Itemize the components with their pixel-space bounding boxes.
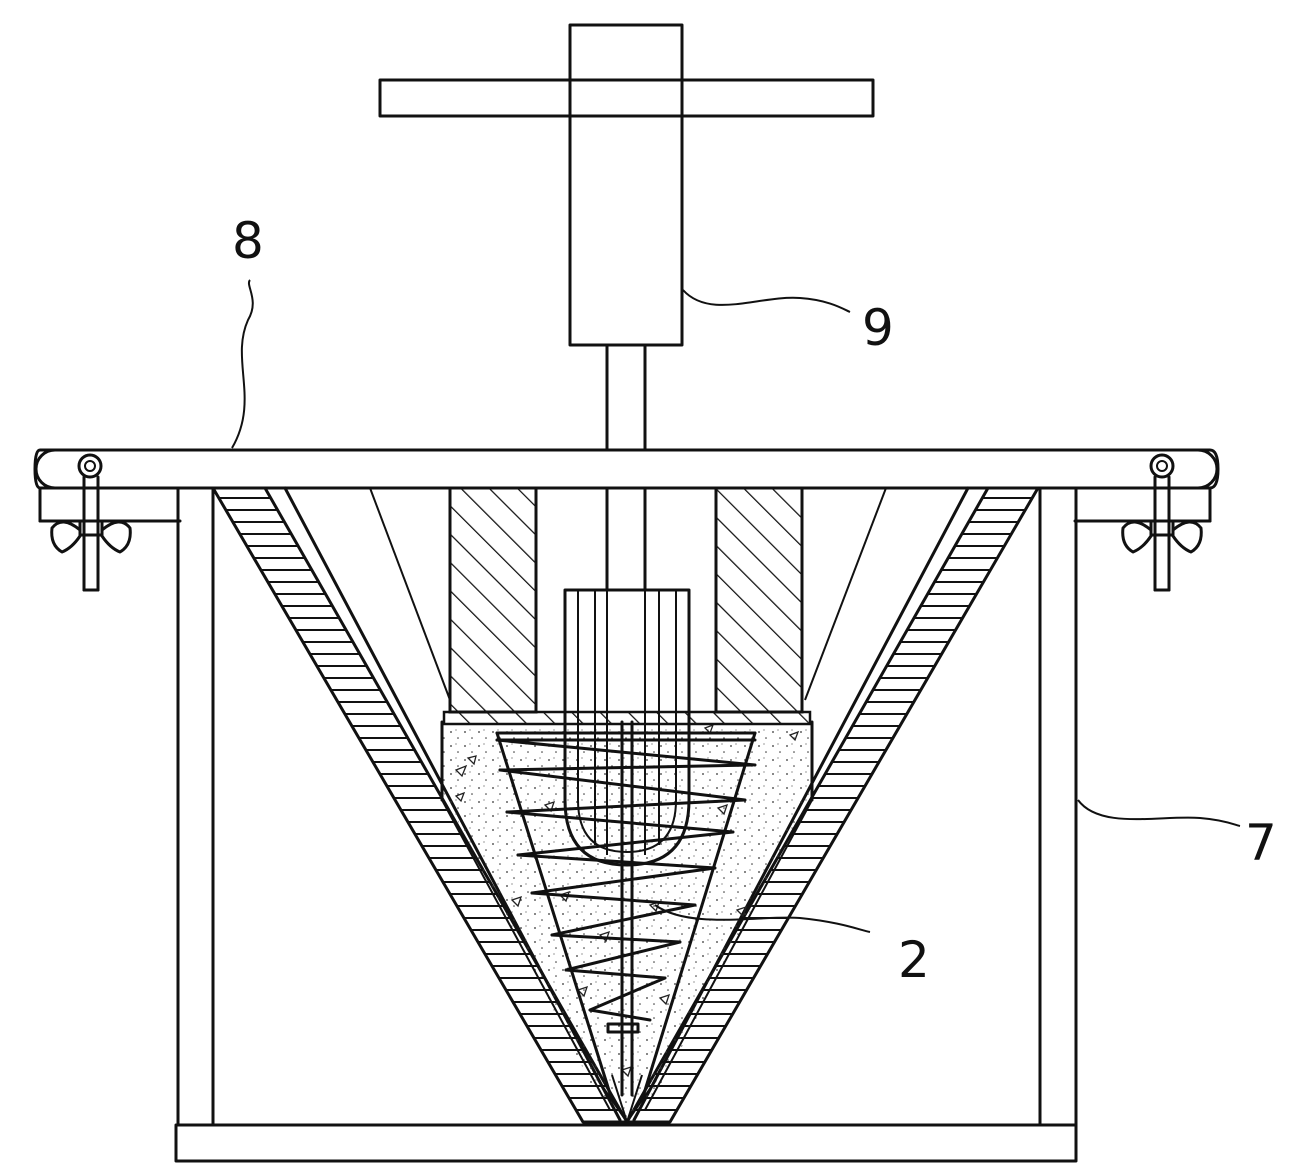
handle-block	[568, 23, 684, 347]
t-bar	[378, 78, 875, 118]
cover-plate	[442, 710, 812, 726]
central-rod	[605, 486, 647, 592]
block-right	[714, 486, 804, 714]
spiral-reinforcement	[495, 720, 757, 1123]
cone-mold	[211, 486, 1040, 1124]
wing-bolt-left	[50, 453, 132, 592]
label-part-2: 2	[898, 931, 930, 989]
label-part-9: 9	[862, 299, 894, 357]
block-left	[448, 486, 538, 714]
handle-assembly	[378, 23, 875, 452]
frame	[174, 486, 1078, 1163]
base-plate	[174, 1123, 1078, 1163]
concrete-fill	[440, 720, 814, 1122]
leader-lines	[231, 279, 1241, 933]
u-sleeve	[563, 588, 691, 867]
label-part-8: 8	[232, 212, 264, 270]
wing-bolt-right	[1121, 453, 1203, 592]
label-part-7: 7	[1245, 814, 1277, 872]
pressing-blocks	[442, 486, 812, 726]
